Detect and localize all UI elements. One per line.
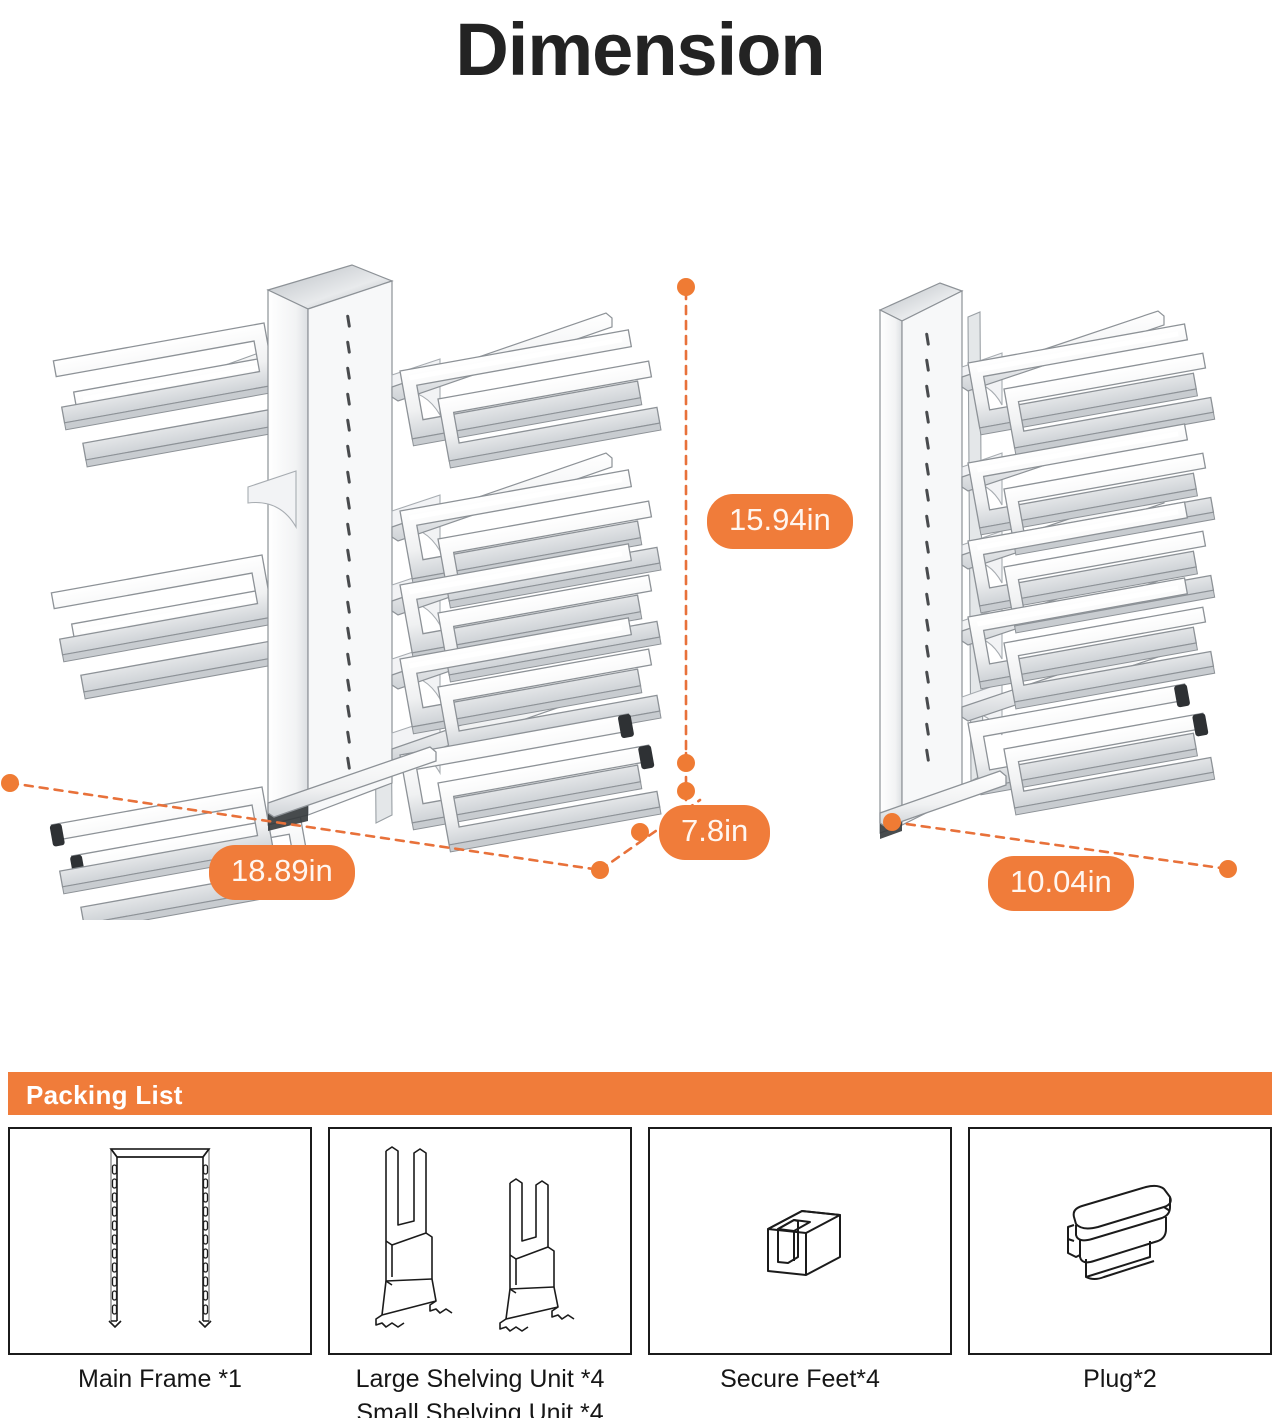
- product-view-right: [878, 282, 1216, 839]
- side-arms: [967, 323, 1216, 816]
- packing-list-captions: Main Frame *1 Large Shelving Unit *4 Sma…: [8, 1362, 1272, 1418]
- dimension-label-depth: 7.8in: [659, 805, 771, 860]
- caption-line: Large Shelving Unit *4: [355, 1365, 605, 1393]
- base-rails: [267, 746, 437, 818]
- side-width-dot-right: [1219, 860, 1237, 878]
- depth-dot-mid: [631, 823, 649, 841]
- caption-main-frame: Main Frame *1: [8, 1362, 312, 1418]
- caption-line: Plug*2: [1083, 1365, 1157, 1393]
- product-view-left: [49, 264, 662, 920]
- packing-item-shelving-unit: [328, 1127, 632, 1355]
- dimension-label-side-width: 10.04in: [988, 856, 1134, 911]
- caption-secure-feet: Secure Feet*4: [648, 1362, 952, 1418]
- depth-dot-top: [677, 782, 695, 800]
- packing-item-plug: [968, 1127, 1272, 1355]
- depth-guide-line: [598, 798, 702, 872]
- main-frame-icon: [108, 1148, 212, 1329]
- caption-line: Main Frame *1: [78, 1365, 242, 1393]
- caption-line: Small Shelving Unit *4: [356, 1399, 604, 1418]
- packing-item-main-frame: [8, 1127, 312, 1355]
- side-base-rail: [879, 770, 1007, 828]
- side-width-dot-left: [883, 813, 901, 831]
- dimension-label-width: 18.89in: [209, 845, 355, 900]
- width-guide-line: [8, 781, 602, 872]
- side-main-post: [878, 282, 964, 839]
- packing-list-header: Packing List: [26, 1080, 183, 1110]
- side-width-guide-line: [890, 820, 1230, 871]
- page-title: Dimension: [455, 8, 825, 91]
- dimension-dots: [1, 278, 1237, 879]
- shelving-unit-icon: [375, 1146, 575, 1332]
- secure-feet-icon: [767, 1210, 841, 1276]
- packing-list-banner: Packing List: [8, 1072, 1272, 1115]
- right-arms: [399, 329, 662, 853]
- caption-plug: Plug*2: [968, 1362, 1272, 1418]
- dimension-label-height: 15.94in: [707, 494, 853, 549]
- product-illustration-stage: [0, 255, 1280, 920]
- height-dot-bottom: [677, 754, 695, 772]
- plug-icon: [1067, 1184, 1172, 1280]
- main-vertical-post: [266, 264, 394, 831]
- width-dot-right: [591, 861, 609, 879]
- packing-item-secure-feet: [648, 1127, 952, 1355]
- height-dot-top: [677, 278, 695, 296]
- width-dot-left: [1, 774, 19, 792]
- packing-list-items: [8, 1127, 1272, 1355]
- caption-shelving-unit: Large Shelving Unit *4 Small Shelving Un…: [328, 1362, 632, 1418]
- caption-line: Secure Feet*4: [720, 1365, 880, 1393]
